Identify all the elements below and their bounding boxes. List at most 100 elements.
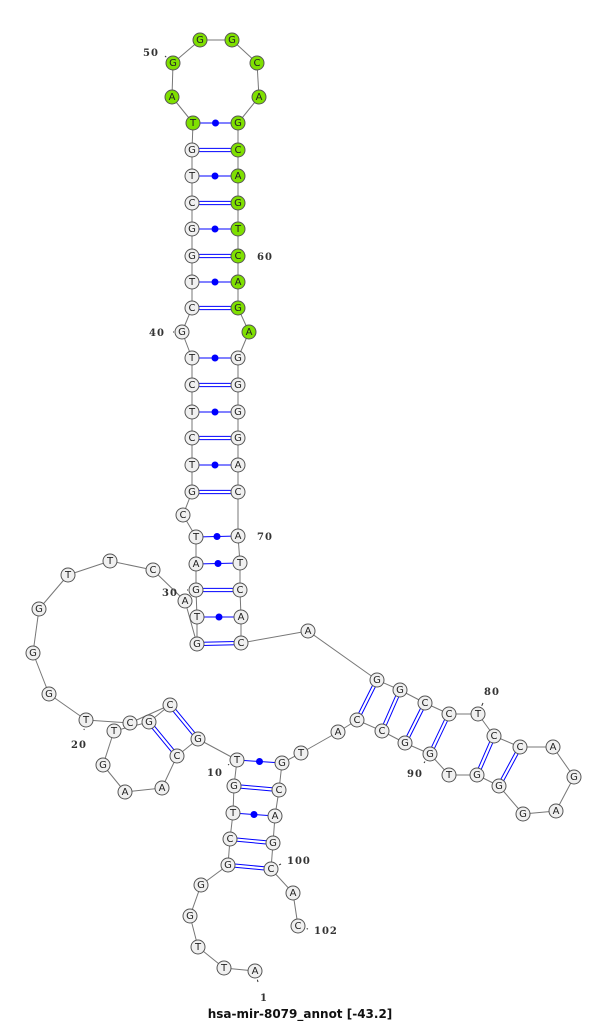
nucleotide-27[interactable]: A (177, 593, 193, 609)
nucleotide-31[interactable]: A (188, 556, 204, 572)
nucleotide-10[interactable]: T (229, 752, 245, 768)
nucleotide-55[interactable]: G (230, 115, 246, 131)
nucleotide-30[interactable]: G (188, 582, 204, 598)
nucleotide-40[interactable]: G (174, 324, 190, 340)
nucleotide-91[interactable]: G (397, 735, 413, 751)
nucleotide-49[interactable]: A (164, 89, 180, 105)
nucleotide-13[interactable]: A (154, 780, 170, 796)
nucleotide-76[interactable]: G (369, 672, 385, 688)
nucleotide-52[interactable]: G (224, 32, 240, 48)
nucleotide-11[interactable]: G (190, 731, 206, 747)
nucleotide-90[interactable]: G (422, 746, 438, 762)
nucleotide-57[interactable]: A (230, 168, 246, 184)
nucleotide-25[interactable]: T (102, 553, 118, 569)
nucleotide-23[interactable]: G (31, 601, 47, 617)
nucleotide-97[interactable]: C (271, 782, 287, 798)
nucleotide-26[interactable]: C (145, 562, 161, 578)
nucleotide-84[interactable]: G (566, 769, 582, 785)
nucleotide-21[interactable]: G (41, 686, 57, 702)
nucleotide-24[interactable]: T (60, 567, 76, 583)
nucleotide-44[interactable]: G (184, 221, 200, 237)
nucleotide-7[interactable]: C (222, 831, 238, 847)
nucleotide-1[interactable]: A (247, 963, 263, 979)
nucleotide-43[interactable]: G (184, 248, 200, 264)
nucleotide-5[interactable]: G (193, 877, 209, 893)
nucleotide-71[interactable]: T (232, 555, 248, 571)
nucleotide-98[interactable]: A (267, 808, 283, 824)
nucleotide-47[interactable]: G (184, 142, 200, 158)
nucleotide-79[interactable]: C (441, 706, 457, 722)
nucleotide-35[interactable]: T (184, 457, 200, 473)
nucleotide-95[interactable]: T (293, 745, 309, 761)
nucleotide-22[interactable]: G (25, 645, 41, 661)
nucleotide-68[interactable]: A (230, 457, 246, 473)
nucleotide-14[interactable]: A (117, 784, 133, 800)
nucleotide-28[interactable]: G (189, 636, 205, 652)
nucleotide-64[interactable]: G (230, 350, 246, 366)
nucleotide-70[interactable]: A (230, 528, 246, 544)
nucleotide-82[interactable]: C (512, 739, 528, 755)
nucleotide-80[interactable]: T (470, 706, 486, 722)
nucleotide-17[interactable]: G (141, 714, 157, 730)
nucleotide-102[interactable]: C (290, 918, 306, 934)
nucleotide-67[interactable]: G (230, 430, 246, 446)
nucleotide-101[interactable]: A (285, 885, 301, 901)
nucleotide-42[interactable]: T (184, 274, 200, 290)
nucleotide-15[interactable]: G (95, 757, 111, 773)
nucleotide-87[interactable]: G (491, 778, 507, 794)
nucleotide-36[interactable]: C (184, 430, 200, 446)
nucleotide-2[interactable]: T (216, 960, 232, 976)
nucleotide-99[interactable]: G (265, 835, 281, 851)
nucleotide-66[interactable]: G (230, 404, 246, 420)
nucleotide-48[interactable]: T (185, 115, 201, 131)
nucleotide-78[interactable]: C (417, 695, 433, 711)
nucleotide-50[interactable]: G (165, 55, 181, 71)
nucleotide-81[interactable]: C (486, 728, 502, 744)
nucleotide-75[interactable]: A (300, 623, 316, 639)
nucleotide-86[interactable]: G (515, 806, 531, 822)
nucleotide-16[interactable]: T (106, 723, 122, 739)
nucleotide-59[interactable]: T (230, 221, 246, 237)
nucleotide-4[interactable]: G (182, 908, 198, 924)
nucleotide-83[interactable]: A (545, 739, 561, 755)
nucleotide-62[interactable]: G (230, 300, 246, 316)
nucleotide-19[interactable]: C (122, 715, 138, 731)
nucleotide-63[interactable]: A (241, 324, 257, 340)
nucleotide-34[interactable]: G (184, 484, 200, 500)
nucleotide-12[interactable]: C (169, 748, 185, 764)
nucleotide-69[interactable]: C (230, 484, 246, 500)
nucleotide-100[interactable]: C (263, 861, 279, 877)
nucleotide-37[interactable]: T (184, 404, 200, 420)
nucleotide-20[interactable]: T (78, 712, 94, 728)
nucleotide-39[interactable]: T (184, 350, 200, 366)
nucleotide-85[interactable]: A (548, 803, 564, 819)
nucleotide-56[interactable]: C (230, 142, 246, 158)
nucleotide-94[interactable]: A (330, 724, 346, 740)
nucleotide-74[interactable]: C (233, 635, 249, 651)
nucleotide-58[interactable]: G (230, 195, 246, 211)
nucleotide-89[interactable]: T (441, 767, 457, 783)
nucleotide-93[interactable]: C (349, 712, 365, 728)
nucleotide-77[interactable]: G (392, 682, 408, 698)
nucleotide-33[interactable]: C (175, 507, 191, 523)
nucleotide-88[interactable]: G (469, 767, 485, 783)
nucleotide-61[interactable]: A (230, 274, 246, 290)
nucleotide-96[interactable]: G (274, 755, 290, 771)
nucleotide-54[interactable]: A (251, 89, 267, 105)
nucleotide-9[interactable]: G (226, 778, 242, 794)
nucleotide-92[interactable]: C (374, 723, 390, 739)
nucleotide-51[interactable]: G (192, 32, 208, 48)
nucleotide-29[interactable]: T (189, 609, 205, 625)
nucleotide-3[interactable]: T (190, 939, 206, 955)
nucleotide-60[interactable]: C (230, 248, 246, 264)
nucleotide-18[interactable]: C (162, 697, 178, 713)
nucleotide-45[interactable]: C (184, 195, 200, 211)
nucleotide-38[interactable]: C (184, 377, 200, 393)
nucleotide-8[interactable]: T (225, 805, 241, 821)
nucleotide-72[interactable]: C (232, 582, 248, 598)
nucleotide-32[interactable]: T (188, 529, 204, 545)
nucleotide-46[interactable]: T (184, 168, 200, 184)
nucleotide-53[interactable]: C (249, 55, 265, 71)
nucleotide-65[interactable]: G (230, 377, 246, 393)
nucleotide-6[interactable]: G (220, 857, 236, 873)
